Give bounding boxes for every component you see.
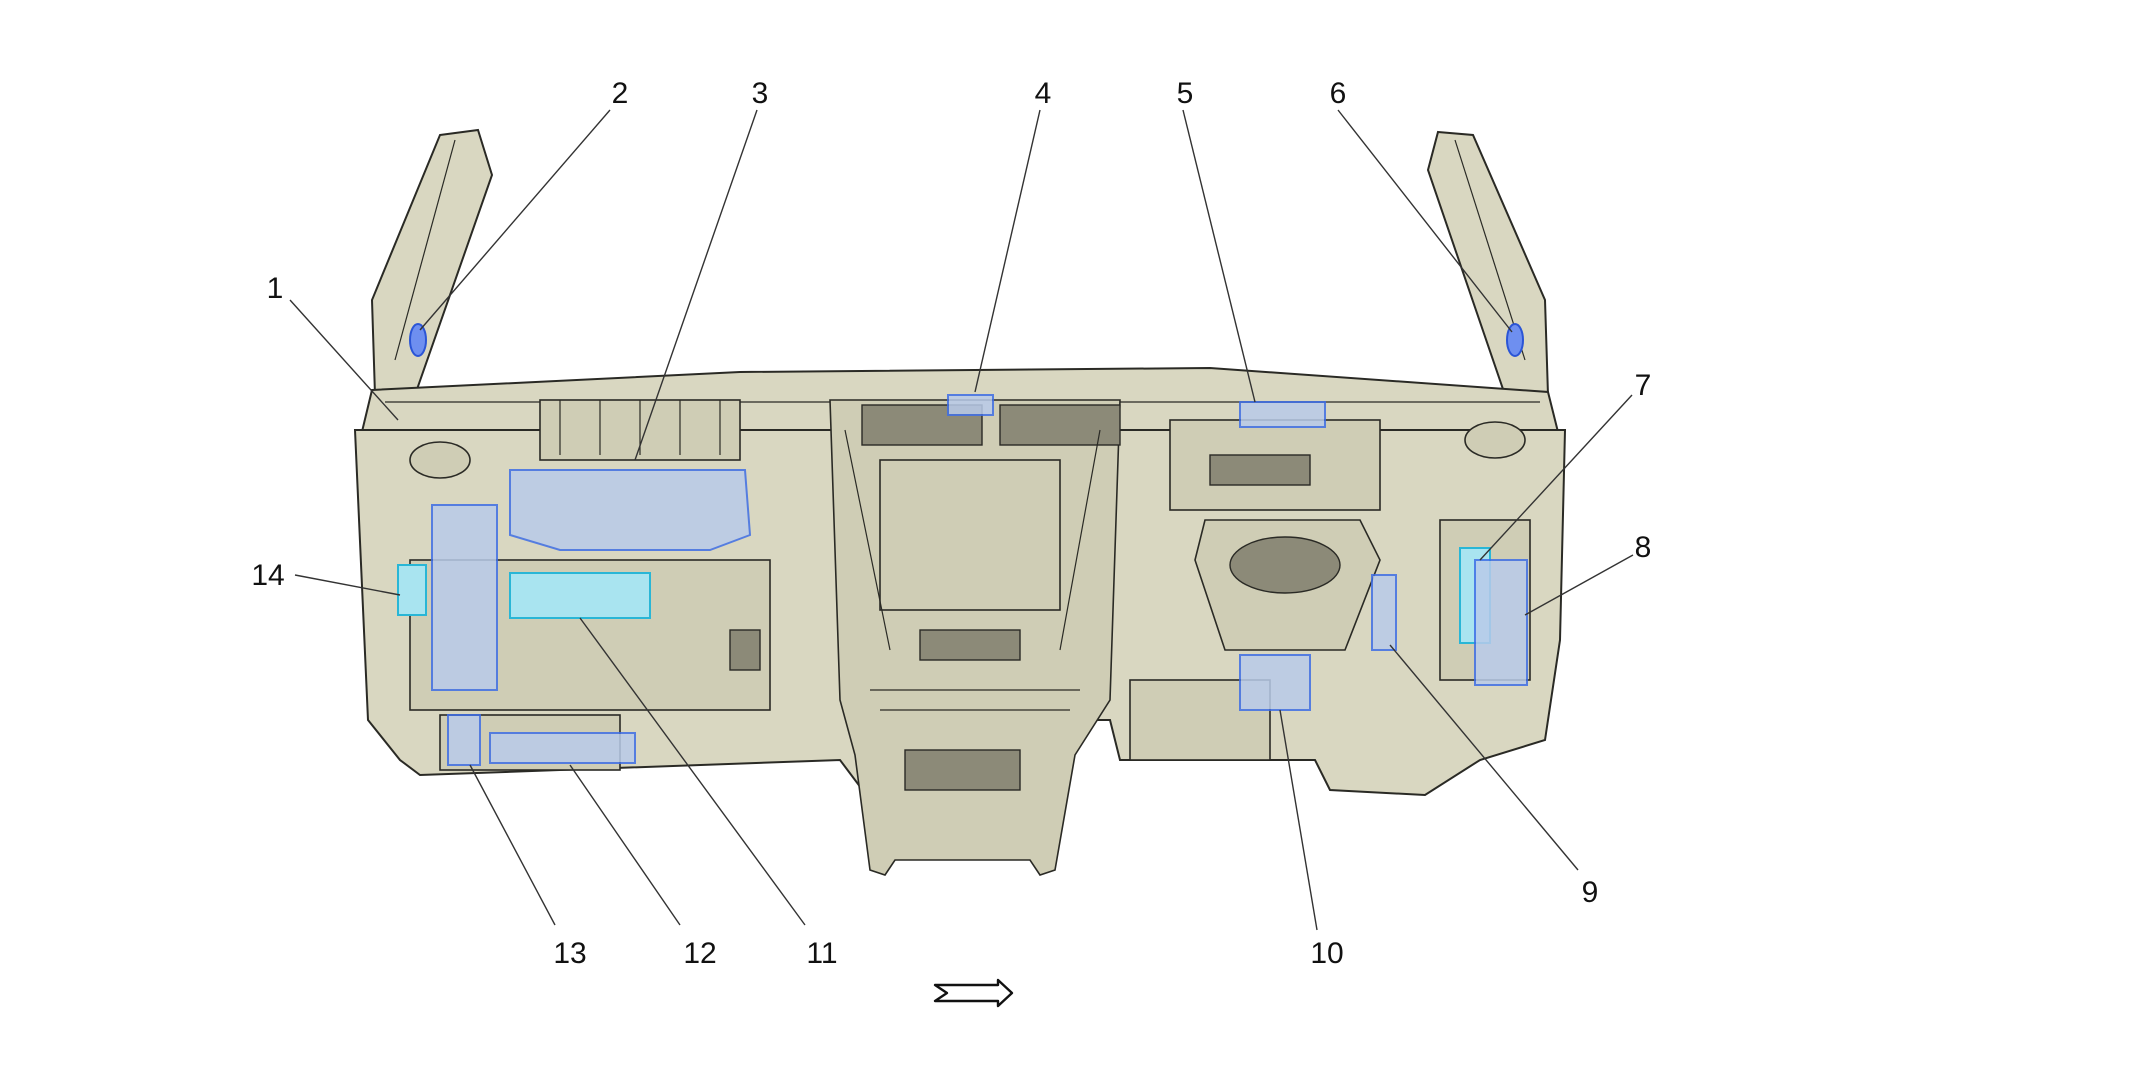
callout-13: 13	[553, 937, 586, 970]
component-2	[409, 323, 427, 357]
component-4	[947, 394, 994, 416]
callout-10: 10	[1310, 937, 1343, 970]
component-10	[1239, 654, 1311, 711]
callout-3: 3	[752, 77, 769, 110]
center-switches	[919, 629, 1021, 661]
callout-9: 9	[1582, 876, 1599, 909]
component-8	[1474, 559, 1528, 686]
callout-12: 12	[683, 937, 716, 970]
component-11	[509, 572, 651, 619]
leader-lines	[289, 109, 1634, 931]
callout-8: 8	[1635, 531, 1652, 564]
left-outer-vent	[409, 441, 471, 479]
right-outer-vent	[1464, 421, 1526, 459]
callout-4: 4	[1035, 77, 1052, 110]
left-latch	[729, 629, 761, 671]
callout-11: 11	[806, 937, 837, 970]
forward-arrow-icon	[933, 978, 1014, 1008]
callout-1: 1	[267, 272, 284, 305]
component-14	[397, 564, 427, 616]
right-center-vent	[999, 404, 1121, 446]
component-13	[447, 714, 481, 766]
callout-6: 6	[1330, 77, 1347, 110]
component-9	[1371, 574, 1397, 651]
steering-column-cap	[1229, 536, 1341, 594]
callout-14: 14	[251, 559, 284, 592]
component-3	[509, 469, 752, 551]
component-6	[1506, 323, 1524, 357]
center-panel	[879, 459, 1061, 611]
component-5	[1239, 401, 1326, 428]
component-12	[489, 732, 636, 764]
lower-console-bin	[904, 749, 1021, 791]
left-center-vent	[861, 404, 983, 446]
callout-5: 5	[1177, 77, 1194, 110]
right-a-pillar	[1426, 130, 1550, 396]
callout-7: 7	[1635, 369, 1652, 402]
callout-2: 2	[612, 77, 629, 110]
highlighted-components	[397, 323, 1528, 766]
radio-screen	[1209, 454, 1311, 486]
callout-labels: 1 2 3 4 5 6 7 8 9 10 11 12 13 14	[251, 77, 1651, 970]
left-a-pillar	[370, 128, 494, 396]
component-14-module	[431, 504, 498, 691]
